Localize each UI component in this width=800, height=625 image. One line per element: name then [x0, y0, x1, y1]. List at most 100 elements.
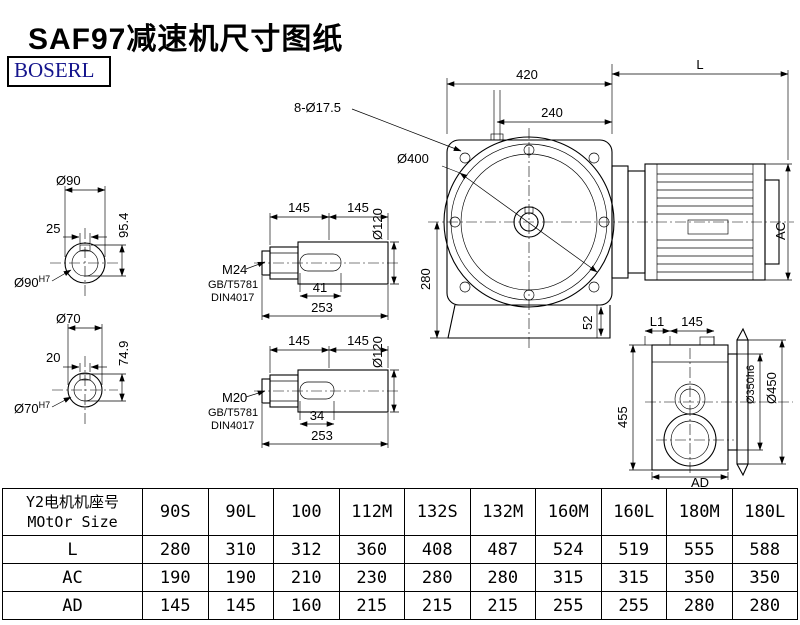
shaft-bottom-dia-label: Ø120 — [370, 336, 385, 368]
front-view: 52 280 420 L 240 8-Ø17.5 Ø400 — [294, 57, 794, 350]
dim-280-label: 280 — [418, 268, 433, 290]
table-cell: 190 — [142, 563, 209, 592]
hub-top-outer-circle — [64, 242, 106, 284]
motor-size-header-cell: Y2电机机座号 MOtOr Size — [2, 488, 143, 536]
shaft-bottom-thread-label: M20 — [222, 390, 247, 405]
dim-L-label: L — [696, 57, 703, 72]
table-cell: 315 — [600, 563, 667, 592]
hub-bottom-keyheight-label: 74.9 — [116, 341, 131, 366]
table-cell: 210 — [273, 563, 340, 592]
hub-top-dia-label: Ø90 — [56, 173, 81, 188]
side-output-boss — [663, 413, 717, 467]
page-title: SAF97减速机尺寸图纸 — [28, 23, 344, 56]
flange-dia-label: Ø400 — [397, 151, 429, 166]
table-cell: 487 — [469, 535, 536, 564]
shaft-top-len2-label: 145 — [347, 200, 369, 215]
shaft-bottom-body — [297, 369, 389, 413]
hub-top-keywidth-label: 25 — [46, 221, 60, 236]
column-header: 132S — [404, 488, 471, 536]
shaft-top-total-label: 253 — [311, 300, 333, 315]
motor-size-table: Y2电机机座号 MOtOr Size 90S 90L 100 112M 132S… — [2, 488, 798, 620]
table-cell: 280 — [469, 563, 536, 592]
shaft-top-dia-label: Ø120 — [370, 208, 385, 240]
shaft-top-std1-label: GB/T5781 — [208, 279, 258, 291]
table-cell: 519 — [600, 535, 667, 564]
table-cell: 215 — [469, 591, 536, 620]
column-header: 90S — [142, 488, 209, 536]
motor-nameplate — [687, 219, 729, 235]
dim-flange-label: Ø450 — [764, 372, 779, 404]
table-cell: 255 — [535, 591, 602, 620]
hub-top-bore-label: Ø90H7 — [14, 274, 50, 290]
hub-bottom-bore-circle — [73, 378, 97, 402]
table-cell: 408 — [404, 535, 471, 564]
table-row-L: L 280 310 312 360 408 487 524 519 555 58… — [2, 535, 798, 564]
table-cell: 160 — [273, 591, 340, 620]
hub-bottom-bore-tolerance: H7 — [39, 400, 51, 410]
shaft-bottom-len1-label: 145 — [288, 333, 310, 348]
table-cell: 215 — [338, 591, 405, 620]
shaft-top-body — [297, 241, 389, 285]
row-label: L — [2, 535, 143, 564]
table-row-AC: AC 190 190 210 230 280 280 315 315 350 3… — [2, 563, 798, 592]
hub-bottom-keywidth-label: 20 — [46, 350, 60, 365]
column-header: 112M — [338, 488, 405, 536]
dim-240-label: 240 — [541, 105, 563, 120]
dim-AC-label: AC — [773, 222, 788, 240]
table-cell: 280 — [404, 563, 471, 592]
dim-52-label: 52 — [580, 316, 595, 330]
table-cell: 588 — [731, 535, 798, 564]
table-cell: 555 — [666, 535, 733, 564]
column-header: 180M — [666, 488, 733, 536]
shaft-bottom-keylen-label: 34 — [310, 408, 324, 423]
table-cell: 145 — [207, 591, 274, 620]
dim-420-label: 420 — [516, 67, 538, 82]
table-cell: 255 — [600, 591, 667, 620]
hub-top-keyheight-label: 95.4 — [116, 213, 131, 238]
side-flange-plate — [736, 339, 749, 465]
table-cell: 312 — [273, 535, 340, 564]
table-cell: 230 — [338, 563, 405, 592]
header-line-cn: Y2电机机座号 — [25, 492, 120, 511]
hub-top-keyway — [79, 244, 91, 252]
hub-bottom-dia-label: Ø70 — [56, 311, 81, 326]
table-cell: 350 — [731, 563, 798, 592]
hub-bottom-bore-value: Ø70 — [14, 401, 39, 416]
shaft-bottom-keyway — [299, 381, 335, 400]
shaft-view-top: 145 145 Ø120 M24 GB/T5781 DIN4017 41 253 — [208, 200, 400, 320]
hub-top-bore-circle — [71, 249, 99, 277]
shaft-view-bottom: 145 145 Ø120 M20 GB/T5781 DIN4017 34 253 — [208, 333, 400, 448]
hub-bottom-bore-label: Ø70H7 — [14, 400, 50, 416]
column-header: 132M — [469, 488, 536, 536]
hub-section-bottom: Ø70 20 74.9 Ø70H7 — [14, 311, 131, 424]
dim-spigot-label: Ø350h6 — [745, 365, 757, 404]
table-cell: 280 — [666, 591, 733, 620]
hub-bottom-outer-circle — [67, 372, 103, 408]
row-label: AD — [2, 591, 143, 620]
table-cell: 315 — [535, 563, 602, 592]
row-label: AC — [2, 563, 143, 592]
motor-end-cap — [764, 179, 780, 265]
table-cell: 524 — [535, 535, 602, 564]
shaft-top-thread-label: M24 — [222, 262, 247, 277]
hub-top-bore-value: Ø90 — [14, 275, 39, 290]
bolt-holes-label: 8-Ø17.5 — [294, 100, 341, 115]
shaft-top-keyway — [299, 253, 342, 272]
shaft-bottom-std2-label: DIN4017 — [211, 420, 254, 432]
side-view: L1 145 455 Ø350h6 Ø450 AD — [615, 314, 793, 490]
table-cell: 190 — [207, 563, 274, 592]
motor-fins — [657, 173, 753, 273]
shaft-bottom-std1-label: GB/T5781 — [208, 407, 258, 419]
header-line-en: MOtOr Size — [27, 513, 118, 531]
hub-top-bore-tolerance: H7 — [39, 274, 51, 284]
table-cell: 350 — [666, 563, 733, 592]
column-header: 160L — [600, 488, 667, 536]
dim-455-label: 455 — [615, 406, 630, 428]
shaft-top-keylen-label: 41 — [313, 280, 327, 295]
table-header-row: Y2电机机座号 MOtOr Size 90S 90L 100 112M 132S… — [2, 488, 798, 536]
table-cell: 310 — [207, 535, 274, 564]
table-cell: 215 — [404, 591, 471, 620]
flange-square — [446, 139, 613, 306]
shaft-top-std2-label: DIN4017 — [211, 292, 254, 304]
column-header: 100 — [273, 488, 340, 536]
